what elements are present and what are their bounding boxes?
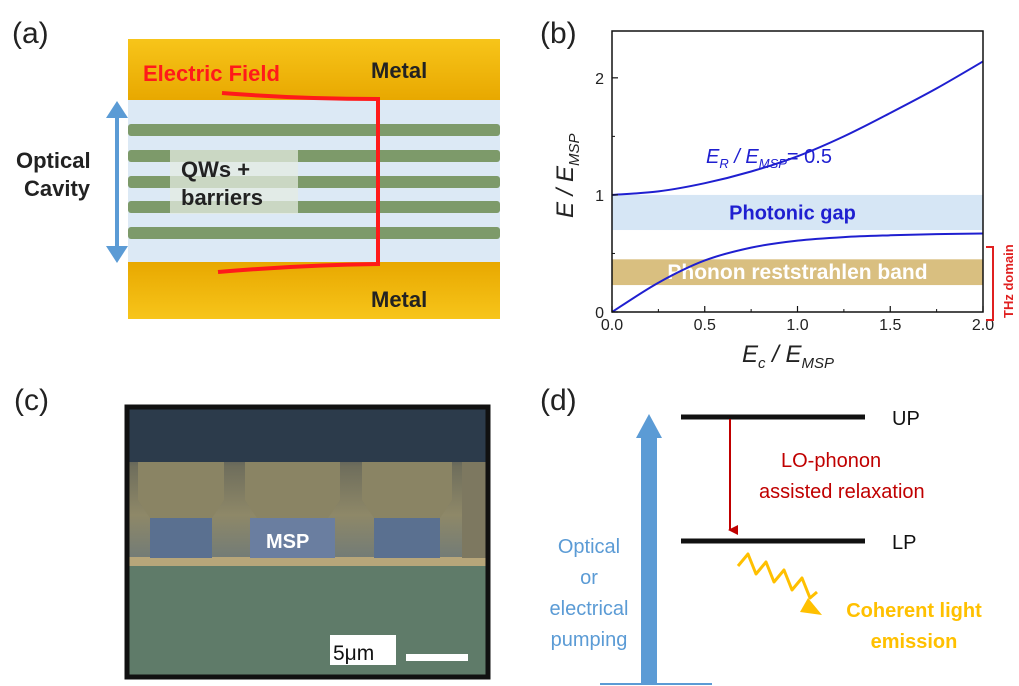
sem-pillar-cap	[138, 462, 224, 518]
panel-d: (d) UP LP LO-phonon assisted relaxation …	[540, 384, 982, 685]
x-tick-label: 0.5	[694, 317, 716, 334]
pump-arrow-head	[636, 414, 662, 438]
sem-pillar-edge	[462, 462, 488, 558]
sem-frame	[124, 404, 491, 680]
thz-bracket	[986, 246, 994, 321]
upper-polariton-curve	[611, 60, 984, 196]
qw-label-line1: QWs +	[181, 157, 250, 182]
sem-pillars	[138, 462, 488, 558]
lo-phonon-label-line2: assisted relaxation	[759, 481, 925, 503]
lp-label: LP	[892, 532, 916, 554]
coherent-emission-label-line2: emission	[871, 631, 958, 653]
pump-arrow-shaft	[641, 436, 657, 684]
qw-layer	[128, 227, 500, 239]
reststrahlen-band	[612, 259, 983, 286]
panel-a-label: (a)	[12, 17, 49, 50]
pumping-label-line1: Optical	[558, 536, 620, 558]
y-axis-title-sub: MSP	[566, 133, 583, 166]
metal-top-layer	[128, 39, 500, 100]
reststrahlen-label: Phonon reststrahlen band	[667, 261, 927, 284]
panel-b-label: (b)	[540, 17, 577, 50]
emission-wave	[736, 552, 818, 600]
up-label: UP	[892, 408, 920, 430]
y-tick-label: 0	[595, 305, 604, 322]
x-tick-label: 1.5	[879, 317, 901, 334]
emission-arrow-head	[800, 598, 822, 615]
metal-bottom-layer	[128, 262, 500, 319]
sem-pillar-body	[150, 518, 212, 558]
x-tick-label: 1.0	[786, 317, 808, 334]
photonic-gap-label: Photonic gap	[729, 202, 856, 224]
pump-arrow	[600, 414, 712, 685]
msp-label: MSP	[266, 531, 309, 553]
electric-field-profile	[217, 91, 380, 274]
panel-d-label: (d)	[540, 384, 577, 417]
pumping-label-line4: pumping	[551, 629, 628, 651]
sem-pillar-cap	[362, 462, 452, 518]
annotation-value: = 0.5	[787, 146, 832, 168]
metal-bottom-label: Metal	[371, 287, 427, 312]
lo-phonon-label-line1: LO-phonon	[781, 450, 881, 472]
optical-cavity-arrow	[106, 101, 128, 263]
x-tick-label: 0.0	[601, 317, 623, 334]
sem-pillar-cap	[245, 462, 340, 518]
metal-top-label: Metal	[371, 58, 427, 83]
optical-cavity-label-line2: Cavity	[24, 176, 91, 201]
panel-a: (a) QWs + barriers Metal Metal Electric …	[12, 17, 500, 319]
x-axis-title-sub-msp: MSP	[802, 355, 835, 372]
scale-label-box	[330, 635, 396, 665]
sem-image: MSP 5μm	[124, 404, 491, 680]
pumping-label-line3: electrical	[550, 598, 629, 620]
y-axis-title-main: E / E	[552, 165, 579, 218]
lower-polariton-curve	[611, 232, 984, 313]
sem-pillar-body	[250, 518, 335, 558]
qw-layer	[128, 124, 500, 136]
annotation-sub-msp: MSP	[759, 156, 788, 171]
panel-c: (c) MSP 5μm	[14, 384, 491, 680]
qw-label-line2: barriers	[181, 185, 263, 210]
y-tick-label: 2	[595, 71, 604, 88]
y-axis-title: E / EMSP	[552, 133, 583, 218]
x-tick-label: 2.0	[972, 317, 994, 334]
sem-top-dark	[127, 407, 488, 462]
electric-field-label: Electric Field	[143, 61, 280, 86]
x-axis-title-mid: / E	[766, 341, 803, 368]
thz-domain-label: THz domain	[1001, 244, 1016, 318]
x-axis-title-e: E	[742, 341, 759, 368]
optical-cavity-label-line1: Optical	[16, 148, 91, 173]
scale-label: 5μm	[333, 642, 374, 665]
sem-metal-ground	[127, 557, 488, 566]
annotation-e: E	[706, 146, 720, 168]
y-tick-label: 1	[595, 188, 604, 205]
qw-label-box	[170, 150, 298, 214]
photonic-gap-band	[612, 194, 983, 231]
x-axis-title: Ec / EMSP	[742, 341, 834, 372]
panel-c-label: (c)	[14, 384, 49, 417]
pumping-label-line2: or	[580, 567, 598, 589]
scale-bar	[406, 654, 468, 661]
coherent-emission-label-line1: Coherent light	[846, 600, 982, 622]
annotation-sub-r: R	[719, 156, 728, 171]
annotation-mid: / E	[729, 146, 760, 168]
coupling-ratio-annotation: ER / EMSP= 0.5	[706, 146, 832, 171]
x-axis-title-sub-c: c	[758, 355, 766, 372]
sem-pillar-body	[374, 518, 440, 558]
